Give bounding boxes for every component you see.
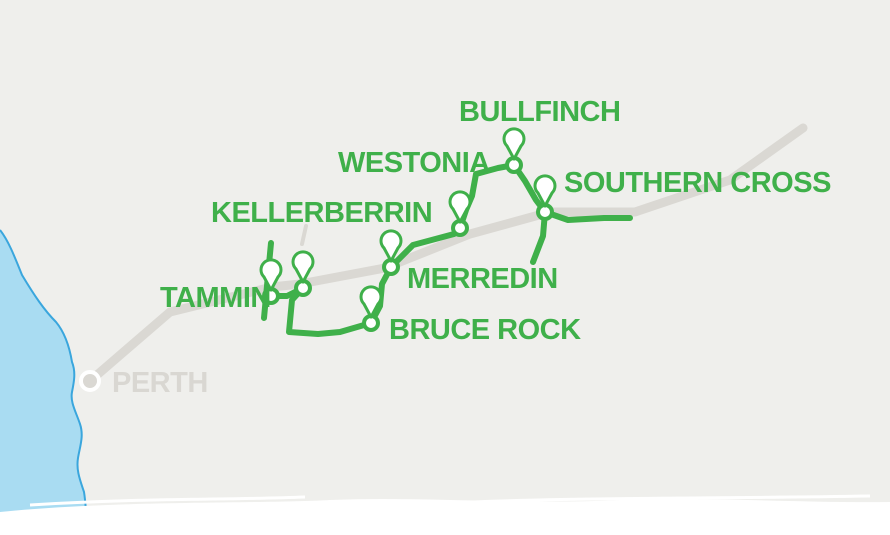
location-pin-icon-southern-cross xyxy=(533,174,557,221)
paper-edge xyxy=(0,498,890,535)
town-label-bullfinch: BULLFINCH xyxy=(459,96,620,128)
town-label-westonia: WESTONIA xyxy=(338,147,490,179)
location-pin-icon-tammin xyxy=(259,258,283,305)
location-pin-icon-westonia xyxy=(448,190,472,237)
town-label-southern-cross: SOUTHERN CROSS xyxy=(564,167,831,199)
paper-streak xyxy=(29,495,306,507)
ocean xyxy=(0,230,88,535)
town-label-tammin: TAMMIN xyxy=(160,282,271,314)
road-stub-kellerberrin xyxy=(300,224,308,246)
location-pin-icon-bullfinch xyxy=(502,127,526,174)
town-label-merredin: MERREDIN xyxy=(407,263,558,295)
city-label-perth: PERTH xyxy=(112,367,208,399)
paper-streak-2 xyxy=(429,494,871,506)
location-pin-icon-kellerberrin xyxy=(291,250,315,297)
location-pin-icon-bruce-rock xyxy=(359,285,383,332)
city-dot-icon xyxy=(79,370,101,392)
location-pin-icon-merredin xyxy=(379,229,403,276)
highway xyxy=(85,123,808,386)
coastline xyxy=(0,229,89,535)
town-label-bruce-rock: BRUCE ROCK xyxy=(389,314,581,346)
town-label-kellerberrin: KELLERBERRIN xyxy=(211,197,432,229)
